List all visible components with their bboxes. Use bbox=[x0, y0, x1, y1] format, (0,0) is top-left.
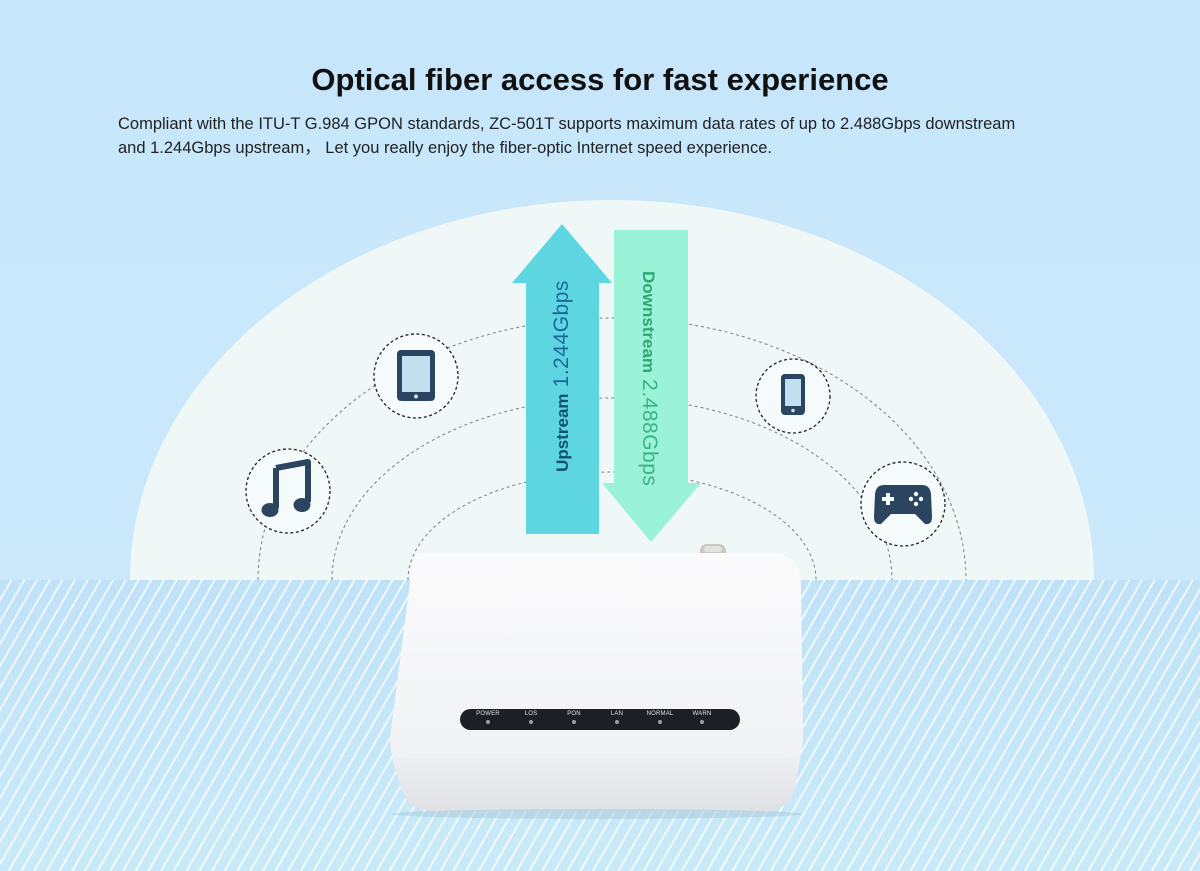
led-label-power: POWER bbox=[476, 711, 500, 717]
led-label-pon: PON bbox=[567, 711, 581, 717]
led-label-normal: NORMAL bbox=[646, 711, 674, 717]
gamepad-icon bbox=[860, 461, 946, 547]
downstream-label-text: Downstream bbox=[639, 271, 658, 374]
led-label-warn: WARN bbox=[692, 711, 712, 717]
coverage-dome bbox=[130, 200, 1094, 580]
led-panel bbox=[460, 709, 740, 730]
page-title: Optical fiber access for fast experience bbox=[311, 62, 889, 97]
led-label-los: LOS bbox=[524, 711, 538, 717]
description-line-1: Compliant with the ITU-T G.984 GPON stan… bbox=[118, 115, 1016, 133]
upstream-label: Upstream 1.244Gbps bbox=[546, 271, 576, 481]
description-line-2: and 1.244Gbps upstream， Let you really e… bbox=[118, 139, 772, 157]
upstream-label-text: Upstream bbox=[553, 393, 572, 472]
led-label-lan: LAN bbox=[610, 711, 624, 717]
ont-device bbox=[390, 544, 803, 819]
tablet-icon bbox=[373, 333, 459, 419]
upstream-arrow bbox=[512, 224, 612, 534]
upstream-value: 1.244Gbps bbox=[550, 280, 573, 388]
downstream-value: 2.488Gbps bbox=[638, 379, 661, 487]
description: Compliant with the ITU-T G.984 GPON stan… bbox=[118, 112, 1108, 160]
downstream-label: Downstream 2.488Gbps bbox=[635, 271, 665, 486]
smartphone-icon bbox=[755, 358, 831, 434]
music-icon bbox=[245, 448, 331, 534]
downstream-arrow bbox=[602, 230, 701, 542]
